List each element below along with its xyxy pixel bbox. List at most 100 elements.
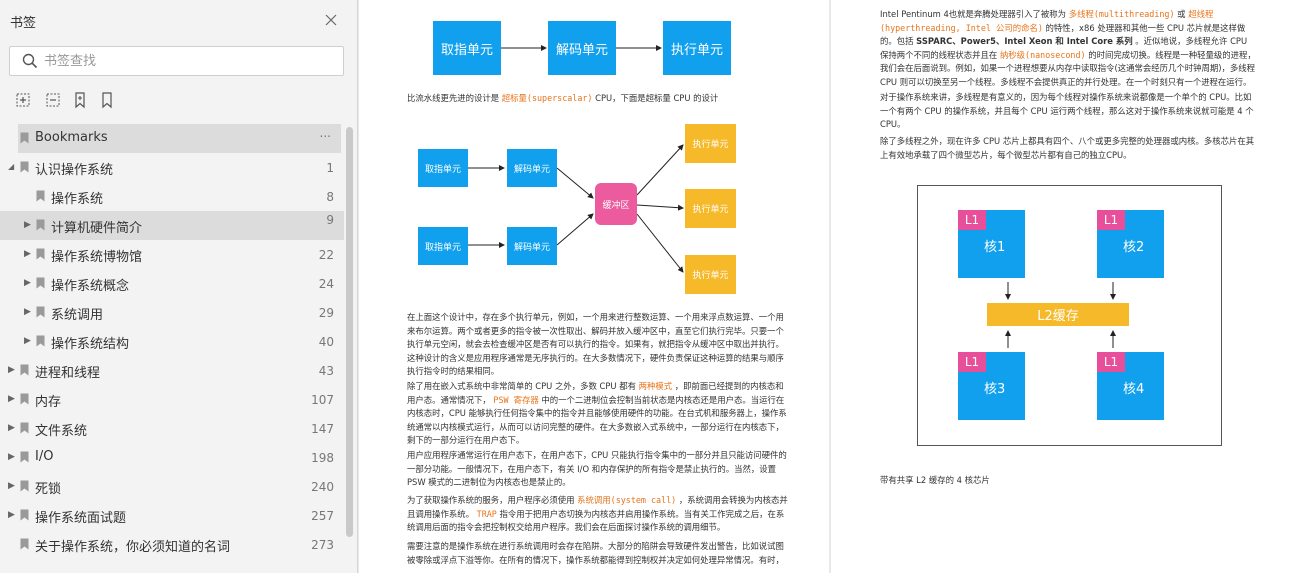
add-bookmark-icon[interactable] — [71, 91, 89, 109]
bookmark-item[interactable]: ▶ 操作系统概念 24 — [0, 269, 344, 298]
bookmark-label: I/O — [35, 449, 54, 464]
l1-cache-1: L1 — [958, 210, 986, 230]
expand-arrow-icon[interactable]: ▶ — [24, 307, 31, 317]
bookmark-label: 进程和线程 — [35, 366, 101, 381]
bookmark-icon — [20, 364, 29, 376]
bookmark-label: 操作系统面试题 — [35, 511, 127, 526]
bookmark-item[interactable]: ▶ 文件系统 147 — [0, 414, 344, 443]
bookmark-icon — [36, 277, 45, 289]
bookmark-item[interactable]: 操作系统 8 — [0, 182, 344, 211]
bookmark-page-number: 107 — [311, 393, 334, 407]
expand-arrow-icon[interactable]: ▶ — [24, 249, 31, 259]
bookmark-label: 操作系统 — [51, 192, 104, 207]
l1-cache-3: L1 — [958, 352, 986, 372]
l2-cache: L2缓存 — [987, 303, 1129, 326]
paragraph-superscalar: 在上面这个设计中，存在多个执行单元，例如，一个用来进行整数运算、一个用来浮点数运… — [407, 312, 784, 377]
bookmark-icon — [20, 132, 29, 144]
expand-arrow-icon[interactable]: ▶ — [8, 423, 15, 433]
paragraph-system-call: 为了获取操作系统的服务，用户程序必须使用 系统调用(system call) ，… — [407, 495, 788, 533]
bookmark-label: 死锁 — [35, 482, 62, 497]
bookmark-item[interactable]: ▶ 死锁 240 — [0, 472, 344, 501]
bookmark-label: 操作系统概念 — [51, 279, 130, 294]
bookmark-search-input[interactable] — [44, 51, 334, 71]
bookmark-label: 文件系统 — [35, 424, 88, 439]
bookmark-icon — [20, 538, 29, 550]
bookmark-item[interactable]: Bookmarks... — [18, 124, 341, 153]
bookmark-page-number: 198 — [311, 451, 334, 465]
expand-arrow-icon[interactable]: ▶ — [8, 365, 15, 375]
bookmark-icon — [20, 161, 29, 173]
expand-arrow-icon[interactable]: ▶ — [8, 510, 15, 520]
bookmark-tree: Bookmarks...◢ 认识操作系统 1 操作系统 8 ▶ 计算机硬件简介 9 ▶ 操作系统博… — [0, 124, 344, 559]
collapse-all-icon[interactable] — [44, 91, 62, 109]
bookmark-item[interactable]: ◢ 认识操作系统 1 — [0, 153, 344, 182]
bookmark-search-box[interactable] — [9, 46, 344, 76]
bookmark-item[interactable]: ▶ 内存 107 — [0, 385, 344, 414]
core-3: L1 核3 — [958, 352, 1025, 420]
core-2-label: 核2 — [1123, 240, 1145, 255]
bookmark-label: 系统调用 — [51, 308, 104, 323]
paragraph-traps: 需要注意的是操作系统在进行系统调用时会存在陷阱。大部分的陷阱会导致硬件发出警告，… — [407, 541, 784, 565]
pipeline-decode-unit: 解码单元 — [548, 21, 616, 75]
expand-arrow-icon[interactable]: ▶ — [8, 481, 15, 491]
expand-arrow-icon[interactable]: ▶ — [24, 336, 31, 346]
close-icon[interactable] — [324, 13, 338, 27]
expand-arrow-icon[interactable]: ▶ — [8, 394, 15, 404]
bookmark-page-number: 147 — [311, 422, 334, 436]
bookmark-sidebar: 书签 — [0, 0, 358, 573]
sidebar-title: 书签 — [10, 16, 37, 31]
sidebar-scrollbar[interactable] — [346, 127, 353, 537]
bookmark-page-number: 8 — [326, 190, 334, 204]
bookmark-icon — [36, 248, 45, 260]
bookmark-icon — [20, 509, 29, 521]
bookmark-page-number: 273 — [311, 538, 334, 552]
bookmark-label: 操作系统结构 — [51, 337, 130, 352]
bookmark-page-number: 9 — [326, 213, 334, 227]
ss-exec-unit-1: 执行单元 — [685, 124, 736, 163]
bookmark-item[interactable]: ▶ 操作系统结构 40 — [0, 327, 344, 356]
superscalar-intro: 比流水线更先进的设计是 超标量(superscalar) CPU，下面是超标量 … — [407, 93, 719, 103]
expand-all-icon[interactable] — [14, 91, 32, 109]
expand-arrow-icon[interactable]: ▶ — [24, 220, 31, 230]
document-page-left: 取指单元 解码单元 执行单元 — [359, 0, 829, 573]
bookmark-icon[interactable] — [98, 91, 116, 109]
expand-arrow-icon[interactable]: ▶ — [8, 452, 15, 462]
paragraph-multithreading: Intel Pentinum 4也就是奔腾处理器引入了被称为 多线程(multi… — [880, 9, 1256, 87]
ss-fetch-unit-2: 取指单元 — [418, 227, 468, 265]
l1-cache-2: L1 — [1097, 210, 1125, 230]
bookmark-label: 计算机硬件简介 — [51, 221, 143, 236]
bookmark-label: 内存 — [35, 395, 62, 410]
bookmark-item[interactable]: ▶ I/O 198 — [0, 443, 344, 472]
multicore-diagram: L1 核1 L1 核2 L2缓存 L1 核3 L1 核4 — [917, 185, 1222, 446]
paragraph-user-mode: 用户应用程序通常运行在用户态下，在用户态下，CPU 只能执行指令集中的一部分并且… — [407, 450, 787, 488]
bookmark-icon — [36, 190, 45, 202]
document-viewport[interactable]: 取指单元 解码单元 执行单元 — [359, 0, 1304, 573]
ss-exec-unit-2: 执行单元 — [685, 189, 736, 228]
bookmark-label: 操作系统博物馆 — [51, 250, 143, 265]
bookmark-label: Bookmarks — [35, 130, 108, 145]
ss-fetch-unit-1: 取指单元 — [418, 149, 468, 187]
bookmark-item[interactable]: ▶ 计算机硬件简介 9 — [0, 211, 344, 240]
bookmark-label: 认识操作系统 — [35, 163, 114, 178]
bookmark-icon — [20, 480, 29, 492]
bookmark-icon — [36, 335, 45, 347]
ss-decode-unit-2: 解码单元 — [507, 227, 557, 265]
pipeline-fetch-unit: 取指单元 — [433, 21, 501, 75]
bookmark-page-number: 40 — [318, 335, 334, 349]
core-4-label: 核4 — [1123, 382, 1145, 397]
bookmark-page-number: 24 — [318, 277, 334, 291]
expand-arrow-icon[interactable]: ▶ — [24, 278, 31, 288]
paragraph-multicore: 除了多线程之外，现在许多 CPU 芯片上都具有四个、八个或更多完整的处理器或内核… — [880, 136, 1255, 160]
core-3-label: 核3 — [984, 382, 1006, 397]
collapse-arrow-icon[interactable]: ◢ — [8, 162, 15, 171]
bookmark-page-number: 240 — [311, 480, 334, 494]
pipeline-execute-unit: 执行单元 — [663, 21, 731, 75]
core-4: L1 核4 — [1097, 352, 1164, 420]
bookmark-page-number: 1 — [326, 161, 334, 175]
